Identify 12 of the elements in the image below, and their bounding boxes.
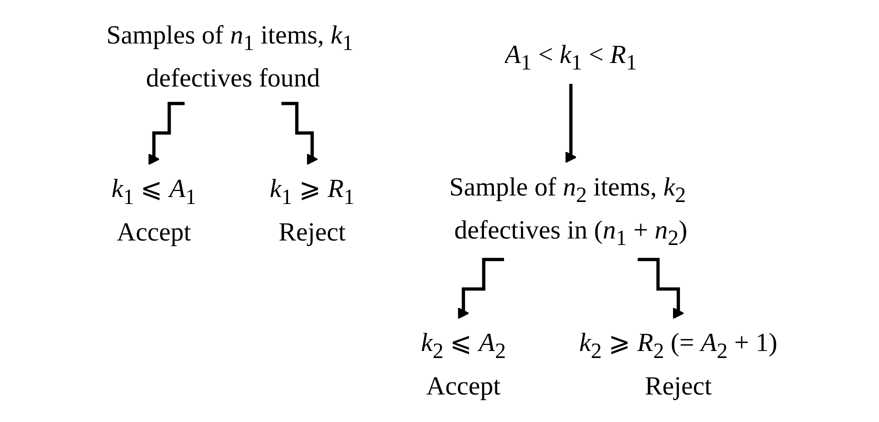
node-text: Samples of n$_{1}$ items, k$_{1}$ defectives found [106,20,353,94]
node-text: k$_{2}$ ⩽ A$_{2}$ Accept [420,328,506,402]
arrow [457,258,504,319]
node-text: Sample of n$_{2}$ items, k$_{2}$ defectives in (n$_{1}$ + n$_{2}$) [449,172,688,250]
arrow [148,102,184,165]
node-text: k$_{1}$ ⩽ A$_{1}$ Accept [111,174,196,248]
node-text: k$_{2}$ ⩾ R$_{2}$ (= A$_{2}$ + 1) Reject [579,328,778,402]
node-text: k$_{1}$ ⩾ R$_{1}$ Reject [270,174,354,248]
node-text: A$_{1}$ < k$_{1}$ < R$_{1}$ [504,40,637,75]
arrow [281,102,318,165]
arrow [564,82,576,164]
arrow [638,258,684,319]
